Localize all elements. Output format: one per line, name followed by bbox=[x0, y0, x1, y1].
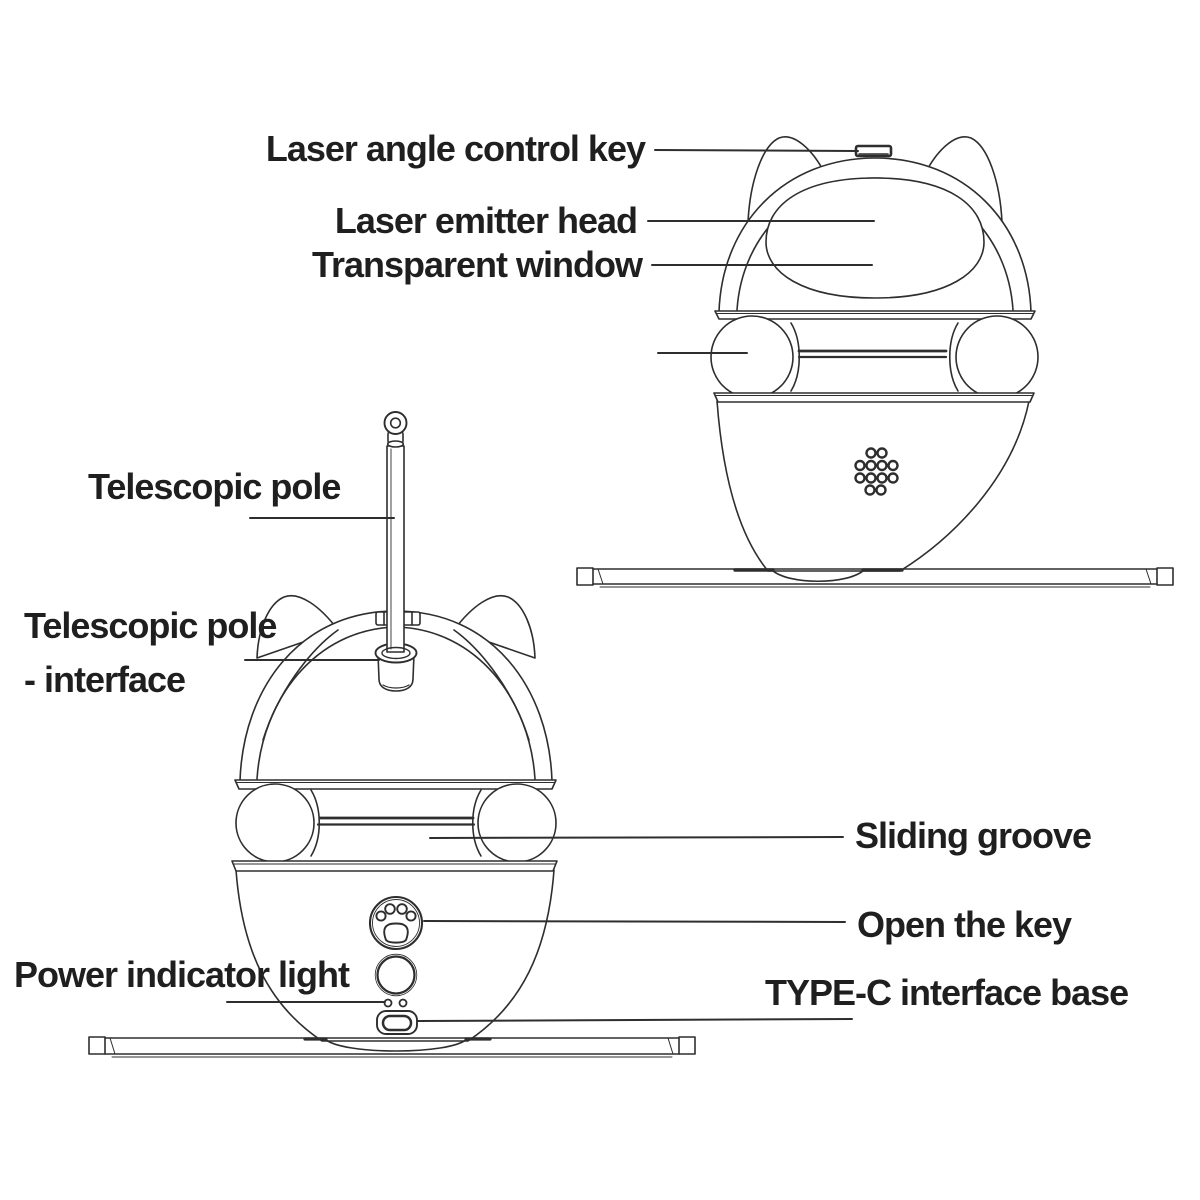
cat-ears-rear bbox=[256, 594, 536, 659]
label-open-the-key: Open the key bbox=[857, 904, 1072, 945]
indicator-dots-icon bbox=[383, 998, 408, 1008]
ring-button bbox=[374, 953, 418, 997]
laser-angle-control-key-button bbox=[854, 144, 893, 158]
device-rear-view bbox=[88, 411, 696, 1058]
telescopic-pole bbox=[381, 445, 411, 660]
leader-type-c-interface-base bbox=[417, 1018, 853, 1022]
body-top-slab-rear bbox=[231, 860, 558, 872]
label-telescopic-pole-interface-line2: - interface bbox=[24, 659, 186, 700]
side-balls-rear bbox=[235, 783, 557, 863]
sliding-groove-front bbox=[797, 349, 948, 359]
type-c-port-icon bbox=[376, 1010, 418, 1035]
transparent-window bbox=[765, 177, 985, 299]
head-seams-rear bbox=[262, 629, 530, 741]
label-laser-angle-control-key: Laser angle control key bbox=[265, 128, 646, 169]
label-transparent-window: Transparent window bbox=[311, 244, 643, 285]
speaker-holes-icon bbox=[854, 447, 899, 496]
leader-laser-angle-control-key bbox=[654, 149, 859, 152]
label-telescopic-pole-interface: Telescopic pole - interface bbox=[24, 599, 277, 707]
label-power-indicator-light: Power indicator light bbox=[14, 954, 350, 995]
leader-open-the-key bbox=[423, 920, 846, 923]
pole-knob-icon bbox=[383, 411, 408, 448]
paw-print-icon bbox=[375, 903, 417, 944]
label-sliding-groove: Sliding groove bbox=[855, 815, 1092, 856]
open-the-key-button bbox=[368, 895, 424, 951]
device-front-view bbox=[576, 136, 1174, 588]
body-top-slab-front bbox=[713, 392, 1035, 403]
sliding-groove bbox=[316, 816, 476, 826]
label-laser-emitter-head: Laser emitter head bbox=[334, 200, 638, 241]
label-telescopic-pole: Telescopic pole bbox=[88, 466, 341, 507]
telescopic-pole-interface bbox=[374, 642, 418, 692]
base-platform-front bbox=[576, 567, 1174, 588]
label-telescopic-pole-interface-line1: Telescopic pole bbox=[24, 605, 277, 646]
leader-sliding-groove bbox=[429, 836, 844, 839]
base-platform-rear bbox=[88, 1036, 696, 1058]
leader-lines bbox=[226, 149, 875, 1022]
label-type-c-interface-base: TYPE-C interface base bbox=[765, 972, 1129, 1013]
